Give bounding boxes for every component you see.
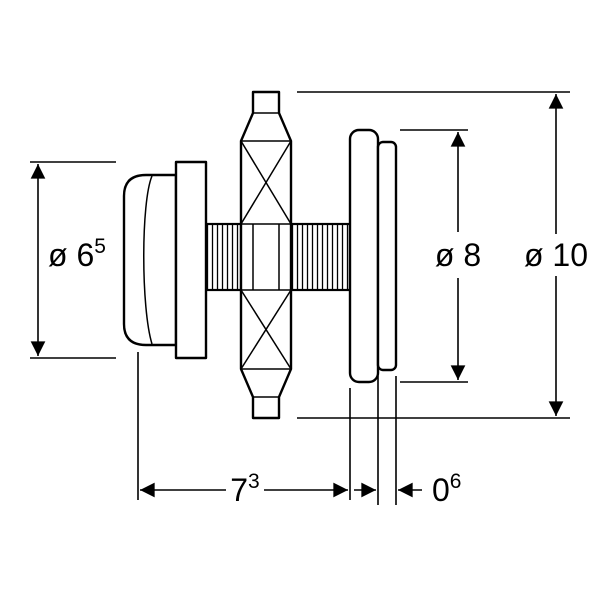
push-button <box>122 173 178 347</box>
dimension-label-button-diameter: ø 65 <box>48 235 106 273</box>
threaded-rod-right <box>289 222 352 292</box>
dimension-plate-diameter: ø 8 <box>400 129 481 383</box>
dimension-label-bracket-diameter: ø 10 <box>524 237 588 273</box>
threaded-rod-left <box>204 222 243 292</box>
wall-flange <box>348 128 380 384</box>
dimension-plate-offset: 06 <box>354 376 461 508</box>
dimension-label-plate-offset: 06 <box>432 470 461 508</box>
dimension-button-diameter: ø 65 <box>30 161 116 359</box>
mounting-bracket <box>239 90 293 420</box>
bracket-ribs <box>240 112 292 398</box>
cover-plate <box>376 140 398 372</box>
dimension-bracket-diameter: ø 10 <box>297 91 588 419</box>
dimension-label-installation-depth: 73 <box>230 470 259 508</box>
dimension-label-plate-diameter: ø 8 <box>435 237 481 273</box>
escutcheon-collar <box>174 160 208 360</box>
dimension-installation-depth: 73 <box>137 352 351 508</box>
